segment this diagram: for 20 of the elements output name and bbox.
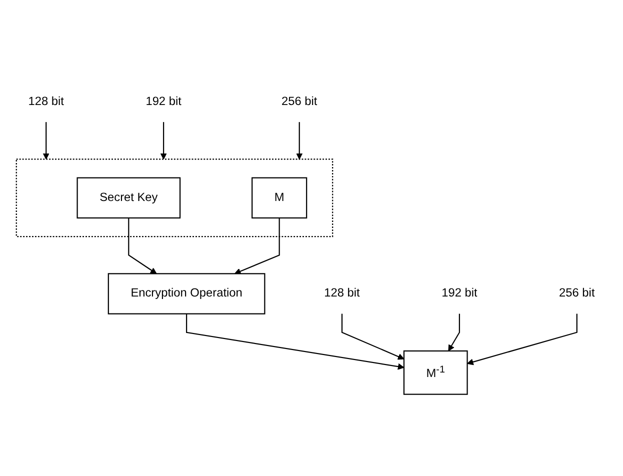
arrow [160,122,167,160]
arrow [296,122,303,160]
node-text: 256 bit [282,95,318,108]
arrow [42,122,50,160]
node-box: M [252,177,308,218]
node-box: Secret Key [76,177,181,218]
node-text: 256 bit [559,286,595,300]
node-text: 192 bit [146,95,182,108]
arrow [448,314,460,352]
arrow [128,218,157,274]
node-text: 128 bit [324,286,360,300]
cluster [16,158,334,237]
arrow [186,314,404,370]
arrow [466,314,578,366]
node-text: 128 bit [28,95,64,108]
node-box: M$^{-1}$ [403,350,468,395]
arrow [341,314,404,360]
node-box: Encryption Operation [108,273,266,314]
node-text: 192 bit [442,286,478,300]
arrow [234,218,280,274]
